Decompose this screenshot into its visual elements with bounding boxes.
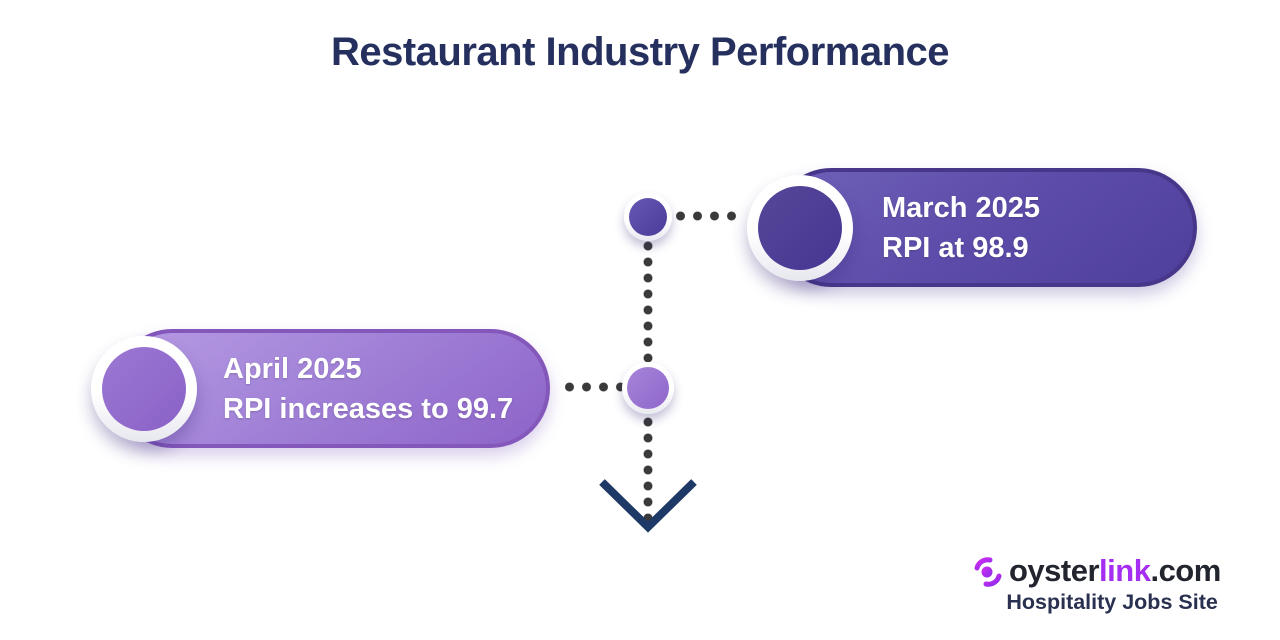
event-detail: RPI at 98.9	[882, 231, 1029, 264]
brand-suffix: .com	[1150, 553, 1221, 588]
timeline-card-april: April 2025 RPI increases to 99.7	[91, 329, 550, 448]
march-bullet-inner	[758, 185, 842, 270]
oysterlink-logo: oysterlink.com Hospitality Jobs Site	[972, 554, 1221, 615]
brand-wordmark: oysterlink.com	[1009, 554, 1221, 588]
oysterlink-pearl-icon	[974, 557, 1002, 587]
arrow-down-icon	[599, 479, 697, 533]
april-card-text: April 2025 RPI increases to 99.7	[223, 349, 513, 429]
march-bullet-circle	[747, 174, 853, 281]
event-detail: RPI increases to 99.7	[223, 392, 514, 425]
event-month: March 2025	[882, 191, 1040, 224]
timeline-card-march: March 2025 RPI at 98.9	[747, 168, 1197, 287]
brand-prefix: oyster	[1009, 553, 1100, 588]
page-title: Restaurant Industry Performance	[330, 30, 950, 74]
brand-accent: link	[1099, 553, 1151, 588]
event-month: April 2025	[223, 352, 362, 385]
logo-row: oysterlink.com	[972, 554, 1221, 588]
march-card-text: March 2025 RPI at 98.9	[882, 188, 1040, 268]
april-bullet-inner	[102, 346, 186, 431]
timeline-connector-april	[561, 382, 625, 392]
timeline-connector-march	[672, 211, 740, 221]
logo-tagline: Hospitality Jobs Site	[1006, 590, 1218, 614]
timeline-node-april-inner	[627, 367, 669, 409]
timeline-node-march-inner	[629, 198, 667, 236]
timeline-node-april	[622, 362, 674, 414]
timeline-node-march	[624, 193, 672, 241]
april-bullet-circle	[91, 335, 197, 442]
